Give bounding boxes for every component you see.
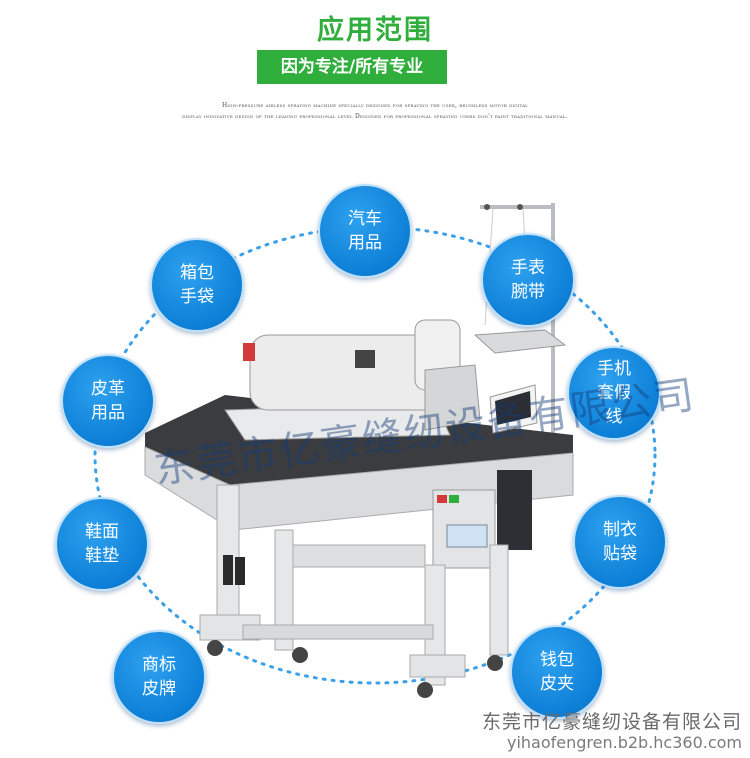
application-label: 手机套假线 (597, 359, 631, 427)
subtitle-badge: 因为专注/所有专业 (257, 50, 447, 84)
application-label: 钱包皮夹 (540, 650, 574, 694)
application-label: 制衣贴袋 (603, 520, 637, 564)
application-label: 鞋面鞋垫 (85, 522, 119, 566)
application-label: 商标皮牌 (142, 655, 176, 699)
application-label: 箱包手袋 (180, 263, 214, 307)
page-title: 应用范围 (317, 15, 433, 46)
application-circle-watch-strap: 手表腕带 (481, 233, 575, 327)
application-circle-garment-pocket: 制衣贴袋 (573, 495, 667, 589)
application-label: 皮革用品 (91, 379, 125, 423)
application-label: 汽车用品 (348, 209, 382, 253)
application-circle-luggage-handbag: 箱包手袋 (150, 238, 244, 332)
sewing-machine-image (144, 203, 574, 698)
application-circle-shoe-upper: 鞋面鞋垫 (55, 497, 149, 591)
application-label: 手表腕带 (511, 258, 545, 302)
application-circle-leather-label: 商标皮牌 (112, 630, 206, 724)
watermark-url: yihaofengren.b2b.hc360.com (506, 733, 742, 752)
application-circle-wallet: 钱包皮夹 (510, 625, 604, 719)
description-line-2: display innovative design of the leading… (182, 113, 568, 120)
application-circle-auto: 汽车用品 (318, 184, 412, 278)
watermark-company: 东莞市亿豪缝纫设备有限公司 (481, 711, 742, 733)
application-circle-phone-case: 手机套假线 (567, 346, 661, 440)
description-line-1: High-pressure airless spraying machine s… (221, 102, 529, 109)
application-circle-leather-goods: 皮革用品 (61, 354, 155, 448)
